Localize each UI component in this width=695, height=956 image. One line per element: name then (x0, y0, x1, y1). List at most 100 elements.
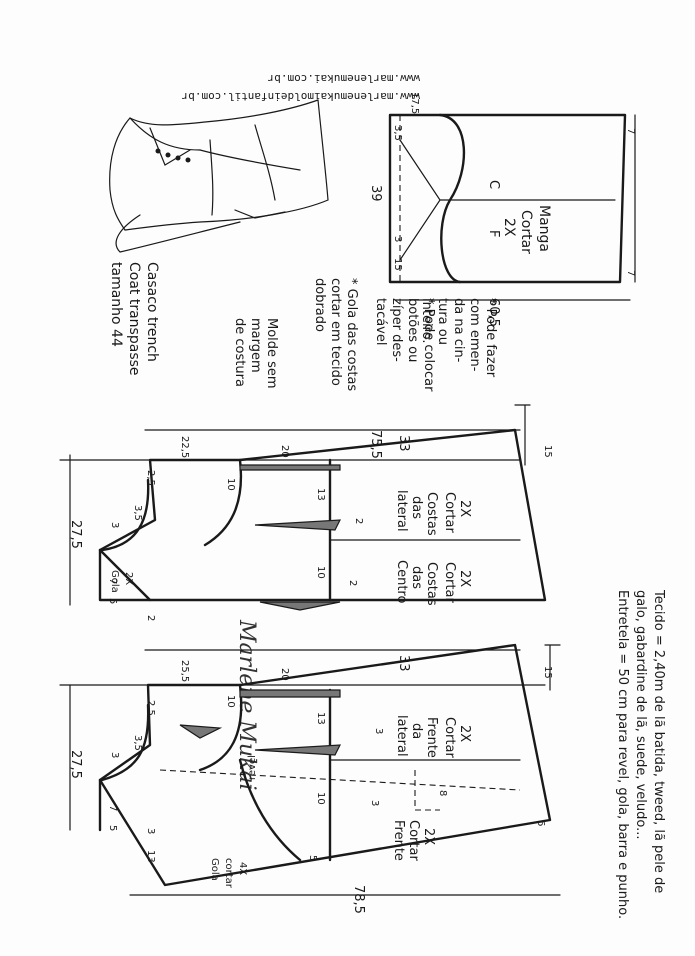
back-top-dim-2: 20 (279, 445, 290, 458)
note-fazer-4: tura ou (435, 298, 450, 345)
back-center-label-5: 2X (457, 570, 472, 587)
front-main-label-1: Frente (391, 820, 406, 861)
back-dim-10: 5 (107, 598, 118, 604)
back-collar-label-2: 2X (123, 572, 134, 585)
note-fazer: * Pode fazer com emen- da na cin- tura o… (419, 298, 498, 378)
sleeve-letter-f: F (486, 230, 501, 237)
sleeve-dim-4: 3 (392, 236, 403, 242)
back-dim-3: 3 (109, 522, 120, 528)
note-gola-1: * Gola das costas (344, 278, 359, 391)
front-main-labels: Frente Cortar 2X (391, 820, 436, 861)
front-dim-4: 3,5 (132, 735, 143, 751)
front-side-label-4: Cortar (442, 717, 457, 758)
front-dim-11: 6 (535, 820, 546, 826)
front-side-label-2: da (409, 723, 424, 739)
materials-group: Tecido = 2,40m de lã batida, tweed, lã p… (615, 589, 666, 919)
back-dim-4: 3,5 (132, 505, 143, 521)
back-dim-2: 10 (225, 478, 236, 491)
note-gola-2: cortar em tecido (328, 278, 343, 386)
front-top-dim-3: 15 (542, 666, 553, 679)
back-collar-label-1: Gola (109, 570, 120, 593)
front-dim-5: 2,5 (145, 700, 156, 716)
front-dim-6: 10 (225, 695, 236, 708)
note-fazer-3: da na cin- (451, 298, 466, 363)
back-dim-1: 7 (107, 578, 118, 584)
front-dim-16: 3 (369, 800, 380, 806)
note-molde: Molde sem margem de costura (232, 318, 279, 389)
sleeve-dim-6: 7 (625, 128, 636, 134)
front-main-label-2: Cortar (406, 820, 421, 861)
front-top-dim-2: 33 (396, 655, 411, 672)
front-dim-2: 3 (109, 752, 120, 758)
url-primary: www.marlenemukai.com.br (267, 72, 420, 85)
front-dim-15: 3 (373, 728, 384, 734)
back-dim-6: 13 (315, 488, 326, 501)
front-side-label-1: lateral (394, 715, 409, 757)
note-fazer-2: com emen- (467, 298, 482, 372)
back-top-dim-4: 15 (542, 445, 553, 458)
back-top-dim-3: 33 (396, 435, 411, 452)
back-center-labels: Centro das Costas Cortar 2X (394, 560, 472, 606)
sleeve-label-1: Manga (536, 205, 552, 252)
title-group: Casaco trench Coat transpasse tamanho 44 (108, 262, 160, 376)
materials-line-1: Tecido = 2,40m de lã batida, tweed, lã p… (651, 589, 666, 893)
front-top-dim-0: 25,5 (179, 660, 190, 682)
note-molde-3: de costura (232, 318, 247, 387)
front-collar-label-3: 4X (237, 862, 248, 875)
front-side-label-3: Frente (424, 717, 439, 758)
sleeve-dim-3: 15 (392, 258, 403, 271)
note-molde-2: margem (248, 318, 263, 373)
back-top-dim-0: 75,5 (368, 430, 383, 459)
front-dim-7: 13 (315, 712, 326, 725)
back-dim-11: 2 (145, 615, 156, 621)
materials-line-2: galo, gabardine de lã, suede, veludo... (633, 590, 648, 840)
note-gola: * Gola das costas cortar em tecido dobra… (312, 278, 359, 391)
front-side-label-5: 2X (457, 725, 472, 742)
front-top-dim-1: 20 (279, 668, 290, 681)
front-dim-1: 7 (107, 805, 118, 811)
note-botoes-2: botões ou (405, 298, 420, 362)
back-side-label-4: Cortar (442, 492, 457, 533)
note-molde-1: Molde sem (264, 318, 279, 389)
back-side-labels: lateral das Costas Cortar 2X (394, 490, 472, 536)
title-line-2: Coat transpasse (126, 262, 142, 376)
front-collar-label-2: cortar (223, 858, 234, 889)
back-dim-9: 2 (347, 580, 358, 586)
sleeve-label-2: Cortar (518, 210, 534, 254)
coat-sketch (109, 99, 329, 253)
note-botoes: * Pode colocar botões ou zíper des- tacá… (373, 298, 436, 392)
sleeve-dim-1: 3,5 (392, 125, 403, 141)
front-main-label-3: 2X (421, 828, 436, 845)
front-dim-12: 5 (107, 825, 118, 831)
back-center-label-4: Cortar (442, 562, 457, 603)
note-fazer-1: * Pode fazer (483, 298, 498, 378)
back-dim-0: 27,5 (68, 520, 83, 549)
back-dim-7: 10 (315, 566, 326, 579)
title-line-1: Casaco trench (144, 262, 160, 362)
back-center-label-3: Costas (424, 562, 439, 606)
note-gola-3: dobrado (312, 278, 327, 332)
front-side-labels: lateral da Frente Cortar 2X (394, 715, 472, 758)
front-dim-14: 78,5 (351, 885, 366, 914)
signature: Marlene Mukai (234, 619, 259, 791)
sleeve-dim-5: 60,5 (486, 298, 501, 327)
back-side-label-3: Costas (424, 492, 439, 536)
back-side-label-1: lateral (394, 490, 409, 532)
materials-line-3: Entretela = 50 cm para revel, gola, barr… (615, 590, 630, 919)
front-collar-labels: Gola cortar 4X (209, 858, 248, 889)
note-botoes-3: zíper des- (389, 298, 404, 362)
front-dim-9: 5 (307, 855, 318, 861)
front-dim-3: 3 (145, 828, 156, 834)
title-line-3: tamanho 44 (108, 262, 124, 347)
sleeve-label-3: 2X (501, 218, 517, 237)
back-pattern: 27,5 7 10 3 3,5 2,5 13 10 2 2 5 2 75,5 2… (59, 404, 553, 621)
front-dim-13: 8 (437, 790, 448, 796)
front-dim-10: 13 (145, 850, 156, 863)
front-revel: revel (247, 755, 258, 780)
sleeve-dim-0: 17,5 (409, 92, 420, 114)
sleeve-dim-7: 7 (625, 270, 636, 276)
front-collar-label-1: Gola (209, 858, 220, 881)
url-secondary: www.marlenemukaimoldeinfantil.com.br (181, 90, 420, 103)
